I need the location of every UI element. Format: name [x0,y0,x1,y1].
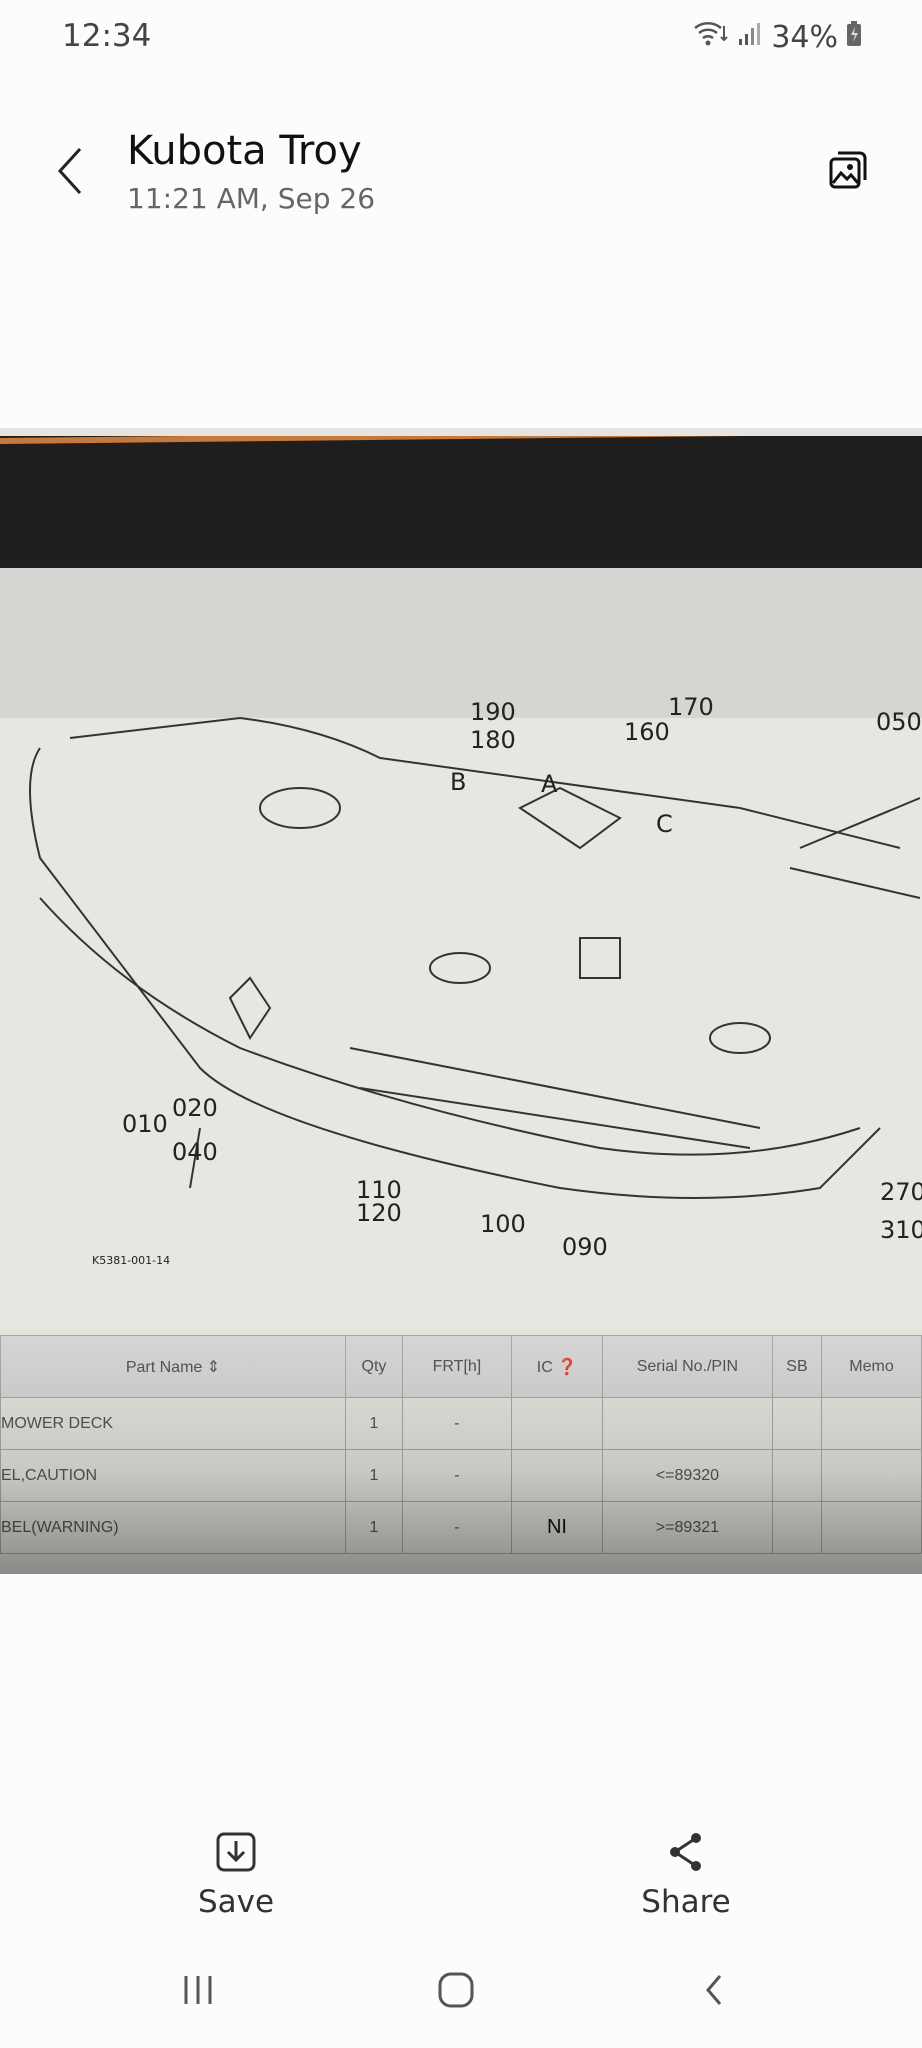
save-label: Save [197,1884,275,1920]
cell: <=89320 [601,1449,773,1502]
cell: 1 [345,1397,403,1450]
gallery-icon [829,151,867,189]
cell: EL,CAUTION [0,1449,346,1502]
signal-icon [737,20,763,55]
battery-percent: 34% [771,19,838,55]
home-icon [438,1972,474,2008]
table-row: BEL(WARNING)1-NI>=89321 [0,1501,922,1554]
save-button[interactable]: Save [156,1830,316,1920]
col-ic: IC ❓ [510,1335,603,1398]
col-part-name: Part Name ⇕ [0,1335,346,1398]
cell [771,1449,823,1502]
cell [771,1397,823,1450]
battery-charging-icon [846,20,862,55]
recents-icon [184,1976,212,2004]
callout-040: 040 [172,1138,218,1166]
callout-100: 100 [480,1210,526,1238]
callout-110: 110 [356,1176,402,1204]
callout-190: 190 [470,698,516,726]
wifi-icon [693,18,729,56]
col-qty: Qty [345,1335,403,1398]
cell [821,1449,922,1502]
col-memo: Memo [821,1335,922,1398]
callout-270: 270 [880,1178,922,1206]
cell [510,1449,603,1502]
callout-b: B [450,768,467,796]
callout-160: 160 [624,718,670,746]
conversation-title: Kubota Troy [127,128,362,174]
callout-170: 170 [668,693,714,721]
gallery-button[interactable] [828,150,868,190]
nav-back-button[interactable] [700,1970,730,2014]
download-icon [216,1832,256,1872]
status-icons: 34% [693,18,862,56]
callout-090: 090 [562,1233,608,1261]
parts-table: Part Name ⇕ Qty FRT[h] IC ❓ Serial No./P… [0,1335,922,1554]
photo-bottom-edge [0,1574,922,1774]
cell [821,1501,922,1554]
cell [510,1397,603,1450]
cell [771,1501,823,1554]
col-sb: SB [771,1335,823,1398]
callout-120: 120 [356,1199,402,1227]
cell: NI [510,1501,603,1554]
col-serial: Serial No./PIN [601,1335,773,1398]
table-header: Part Name ⇕ Qty FRT[h] IC ❓ Serial No./P… [0,1335,922,1398]
callout-010: 010 [122,1110,168,1138]
back-icon [706,1975,722,2005]
diagram-code: K5381-001-14 [92,1254,171,1267]
cell [821,1397,922,1450]
callout-050: 050 [876,708,922,736]
share-icon [670,1833,701,1871]
cell [601,1397,773,1450]
back-button[interactable] [52,145,88,197]
callout-a: A [541,770,558,798]
cell: - [401,1397,512,1450]
callout-c: C [656,810,673,838]
cell: 1 [345,1501,403,1554]
cell: BEL(WARNING) [0,1501,346,1554]
share-button[interactable]: Share [606,1830,766,1920]
share-label: Share [641,1884,731,1920]
cell: 1 [345,1449,403,1502]
nav-home-button[interactable] [436,1970,476,2014]
col-frt: FRT[h] [401,1335,512,1398]
callout-020: 020 [172,1094,218,1122]
cell: - [401,1501,512,1554]
message-timestamp: 11:21 AM, Sep 26 [127,182,376,215]
cell: - [401,1449,512,1502]
callout-310: 310 [880,1216,922,1244]
callout-180: 180 [470,726,516,754]
chevron-left-icon [57,147,82,195]
cell: MOWER DECK [0,1397,346,1450]
status-time: 12:34 [62,18,152,54]
cell: >=89321 [601,1501,773,1554]
nav-recents-button[interactable] [180,1970,216,2014]
